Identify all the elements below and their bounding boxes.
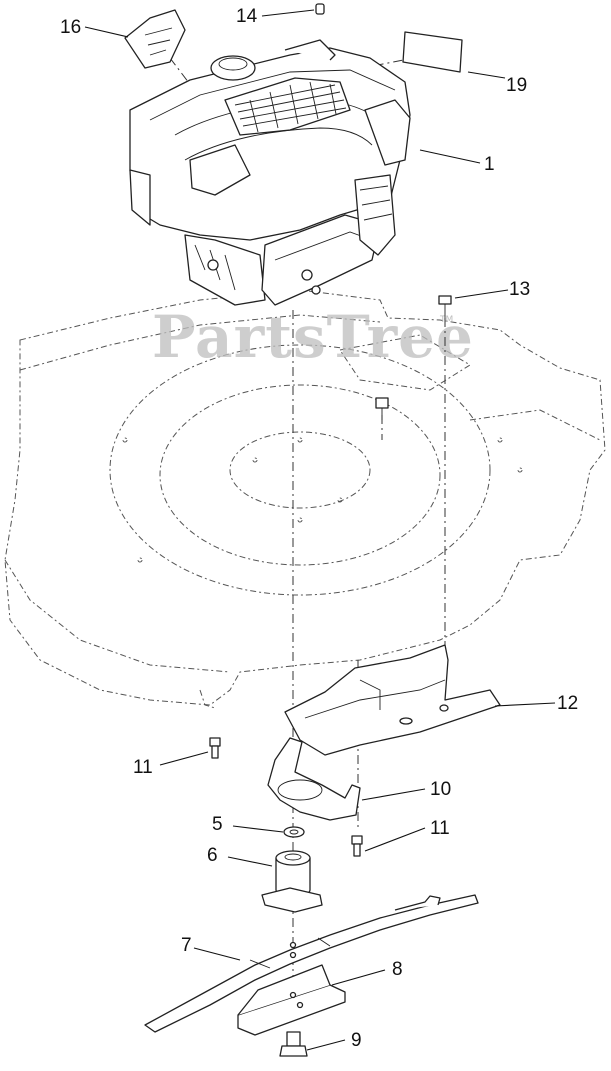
engine	[129, 39, 411, 306]
callout-13: 13	[509, 279, 530, 300]
callouts: 16 14 19 1 13 12 11 10 5 11 6 7 8 9	[60, 6, 578, 1051]
watermark: PartsTree TM	[152, 303, 474, 371]
part-16-decal	[124, 9, 186, 69]
callout-6: 6	[207, 845, 218, 866]
part-14-cap	[315, 3, 325, 15]
callout-11-left: 11	[133, 757, 153, 778]
part-5-washer	[283, 826, 305, 838]
watermark-text: PartsTree	[152, 303, 474, 371]
leader-lines	[84, 9, 556, 1051]
callout-16: 16	[60, 17, 81, 38]
part-11-bolt-right	[351, 835, 363, 857]
callout-5: 5	[212, 814, 223, 835]
callout-11-right: 11	[430, 818, 450, 839]
callout-7: 7	[181, 935, 192, 956]
callout-12: 12	[557, 693, 578, 714]
watermark-trademark: TM	[439, 315, 453, 325]
part-19-decal	[402, 31, 463, 73]
part-12-baffle	[284, 644, 501, 756]
deck-bolt	[375, 397, 389, 420]
callout-9: 9	[351, 1030, 362, 1051]
part-8-stiffener	[237, 964, 346, 1036]
part-10-bracket	[267, 737, 361, 821]
callout-14: 14	[236, 6, 258, 27]
part-9-bolt	[279, 1031, 308, 1057]
part-7-blade	[144, 894, 479, 1033]
mower-deck	[4, 289, 606, 709]
part-11-bolt-left	[209, 737, 221, 759]
callout-8: 8	[392, 959, 403, 980]
part-6-adapter	[261, 850, 323, 913]
callout-10: 10	[430, 779, 451, 800]
callout-1: 1	[484, 154, 495, 175]
part-13-bolt	[438, 295, 452, 320]
callout-19: 19	[506, 75, 527, 96]
